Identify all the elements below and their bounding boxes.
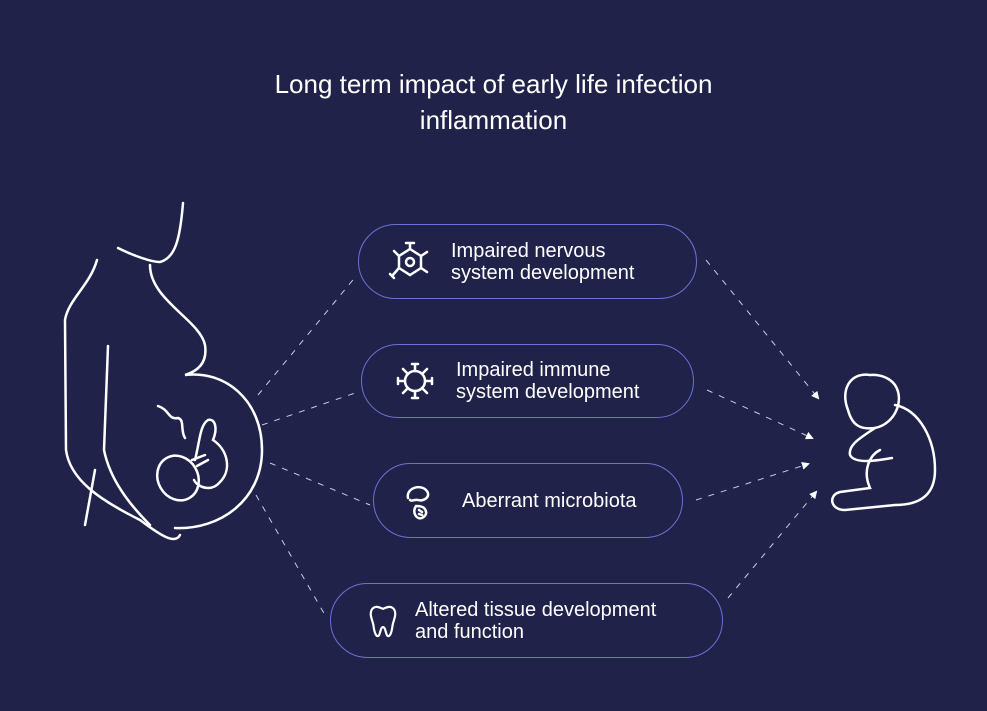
item-microbiota: Aberrant microbiota [373, 463, 683, 538]
dashed-line [257, 274, 358, 396]
title-line-2: inflammation [419, 105, 568, 135]
baby-illustration [831, 373, 937, 512]
dashed-line [261, 391, 359, 426]
tooth-icon [369, 605, 397, 637]
item-label-line: Aberrant microbiota [462, 489, 637, 512]
diagram-title: Long term impact of early life infection… [0, 66, 987, 138]
dashed-line [269, 462, 371, 506]
virus-icon [396, 362, 434, 400]
dashed-arrow [706, 389, 814, 440]
dashed-arrow [727, 490, 818, 599]
item-label-line: and function [415, 620, 524, 643]
neuron-icon [388, 241, 429, 279]
dashed-arrow [695, 462, 810, 501]
pregnant-woman-illustration [63, 201, 264, 541]
dashed-arrow [705, 259, 820, 400]
microbe-icon [406, 485, 430, 520]
item-label-line: system development [456, 381, 640, 403]
item-label-line: Impaired immune [456, 359, 611, 381]
item-label-line: system development [451, 261, 635, 284]
dashed-line [255, 494, 326, 616]
title-line-1: Long term impact of early life infection [274, 69, 713, 99]
item-label-line: Altered tissue development [415, 598, 657, 621]
item-label-line: Impaired nervous [451, 239, 606, 262]
